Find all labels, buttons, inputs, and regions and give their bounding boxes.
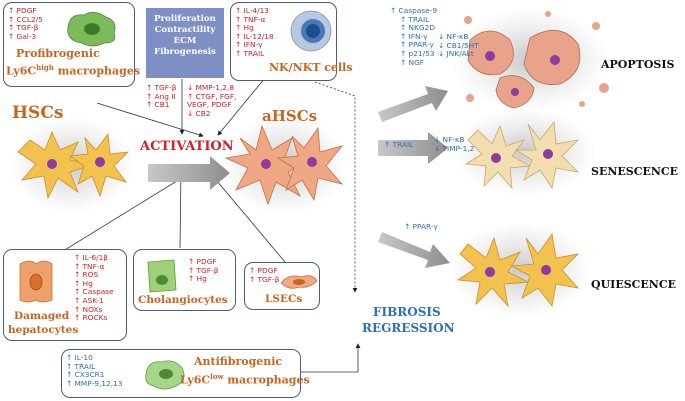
senescent-cells: [453, 108, 597, 196]
nk-cell-icon: [290, 10, 332, 52]
quiescence-markers: ↑ PPAR-γ: [404, 222, 438, 231]
quiescent-cells: [448, 222, 592, 318]
antifibrogenic-title-line1: Antifibrogenic: [194, 355, 283, 368]
antifibrogenic-markers: ↑ IL-10 ↑ TRAIL ↑ CX3CR1 ↑ MMP-9,12,13: [66, 353, 123, 388]
senescence-label: SENESCENCE: [591, 165, 679, 178]
lsec-icon: [280, 275, 318, 289]
senescence-markers-right: ↓ NF-κB ↓ TIMP-1,2: [434, 135, 475, 153]
profibrogenic-title-line2: Ly6Chigh macrophages: [6, 63, 141, 78]
antifibrogenic-macrophage-icon: [145, 360, 185, 390]
activation-inputs-left: ↑ TGF-β ↑ Ang II ↑ CB1: [146, 83, 177, 110]
senescence-arrow: [378, 132, 448, 164]
senescence-markers-left: ↑ TRAIL: [384, 140, 414, 149]
apoptosis-arrow: [378, 86, 448, 122]
damaged-hepatocytes-box: ↑ IL-6/1β ↑ TNF-α ↑ ROS ↑ Hg ↑ Caspase ↑…: [3, 249, 127, 341]
profibrogenic-macrophage-icon: [67, 12, 116, 47]
regression-label: REGRESSION: [362, 321, 455, 335]
lsecs-box: ↑ PDGF ↑ TGF-β LSECs: [244, 262, 320, 310]
lsecs-title: LSECs: [265, 293, 303, 305]
profibrogenic-title-line1: Profibrogenic: [16, 47, 100, 60]
cholangiocytes-box: ↑ PDGF ↑ TGF-β ↑ Hg Cholangiocytes: [133, 249, 236, 311]
arrow-nk-to-regression: [314, 81, 358, 293]
hsc-cells: [10, 117, 134, 213]
cholangiocyte-icon: [147, 259, 177, 293]
apoptosis-markers: ↑ Caspase-9 ↑ TRAIL ↑ NKG2D ↑ IFN-γ ↑ PP…: [390, 6, 438, 67]
arrow-nk-to-activation: [217, 77, 266, 136]
fibrosis-label: FIBROSIS: [373, 305, 441, 319]
ahscs-label: aHSCs: [262, 107, 318, 125]
cholangiocytes-title: Cholangiocytes: [138, 294, 228, 306]
quiescence-label: QUIESCENCE: [591, 278, 676, 291]
hscs-label: HSCs: [12, 103, 64, 123]
cholangiocytes-markers: ↑ PDGF ↑ TGF-β ↑ Hg: [188, 257, 219, 284]
nk-cells-box: ↑ IL-4/13 ↑ TNF-α ↑ Hg ↑ IL-12/18 ↑ IFN-…: [230, 2, 353, 81]
profibrogenic-markers: ↑ PDGF ↑ CCL2/5 ↑ TGF-β ↑ Gal-3: [8, 6, 43, 41]
arrow-profibrogenic-to-activation: [96, 102, 204, 138]
activation-label: ACTIVATION: [140, 139, 234, 154]
quiescence-arrow: [378, 232, 450, 268]
antifibrogenic-title-line2: Ly6Clow macrophages: [180, 372, 310, 387]
activation-arrow: [148, 156, 230, 190]
antifibrogenic-macrophages-box: ↑ IL-10 ↑ TRAIL ↑ CX3CR1 ↑ MMP-9,12,13 A…: [61, 349, 310, 398]
ahsc-cells: [223, 115, 347, 215]
hsc-effects-box: Proliferation Contractility ECM Fibrogen…: [146, 8, 224, 78]
arrow-hepatocytes-to-activation: [54, 167, 199, 257]
nk-markers: ↑ IL-4/13 ↑ TNF-α ↑ Hg ↑ IL-12/18 ↑ IFN-…: [235, 6, 274, 58]
damaged-markers: ↑ IL-6/1β ↑ TNF-α ↑ ROS ↑ Hg ↑ Caspase ↑…: [74, 253, 114, 323]
profibrogenic-macrophages-box: ↑ PDGF ↑ CCL2/5 ↑ TGF-β ↑ Gal-3 Profibro…: [3, 2, 140, 87]
apoptosis-label: APOPTOSIS: [601, 58, 675, 71]
activation-inputs-right: ↓ MMP-1,2,8 ↑ CTGF, FGF, VEGF, PDGF ↓ CB…: [187, 83, 237, 118]
lsecs-markers: ↑ PDGF ↑ TGF-β: [249, 266, 280, 284]
arrow-cholangiocytes-to-activation: [178, 169, 184, 249]
apoptotic-cells: [450, 8, 610, 112]
hepatocyte-icon: [19, 260, 53, 303]
apoptosis-markers-right: ↓ NF-κB ↓ CB1/5HT ↓ JNK/Akt: [438, 32, 479, 59]
damaged-title-line1: Damaged: [14, 310, 70, 322]
arrow-lsecs-to-activation: [205, 167, 286, 263]
nk-title: NK/NKT cells: [269, 61, 353, 74]
damaged-title-line2: hepatocytes: [8, 324, 79, 336]
